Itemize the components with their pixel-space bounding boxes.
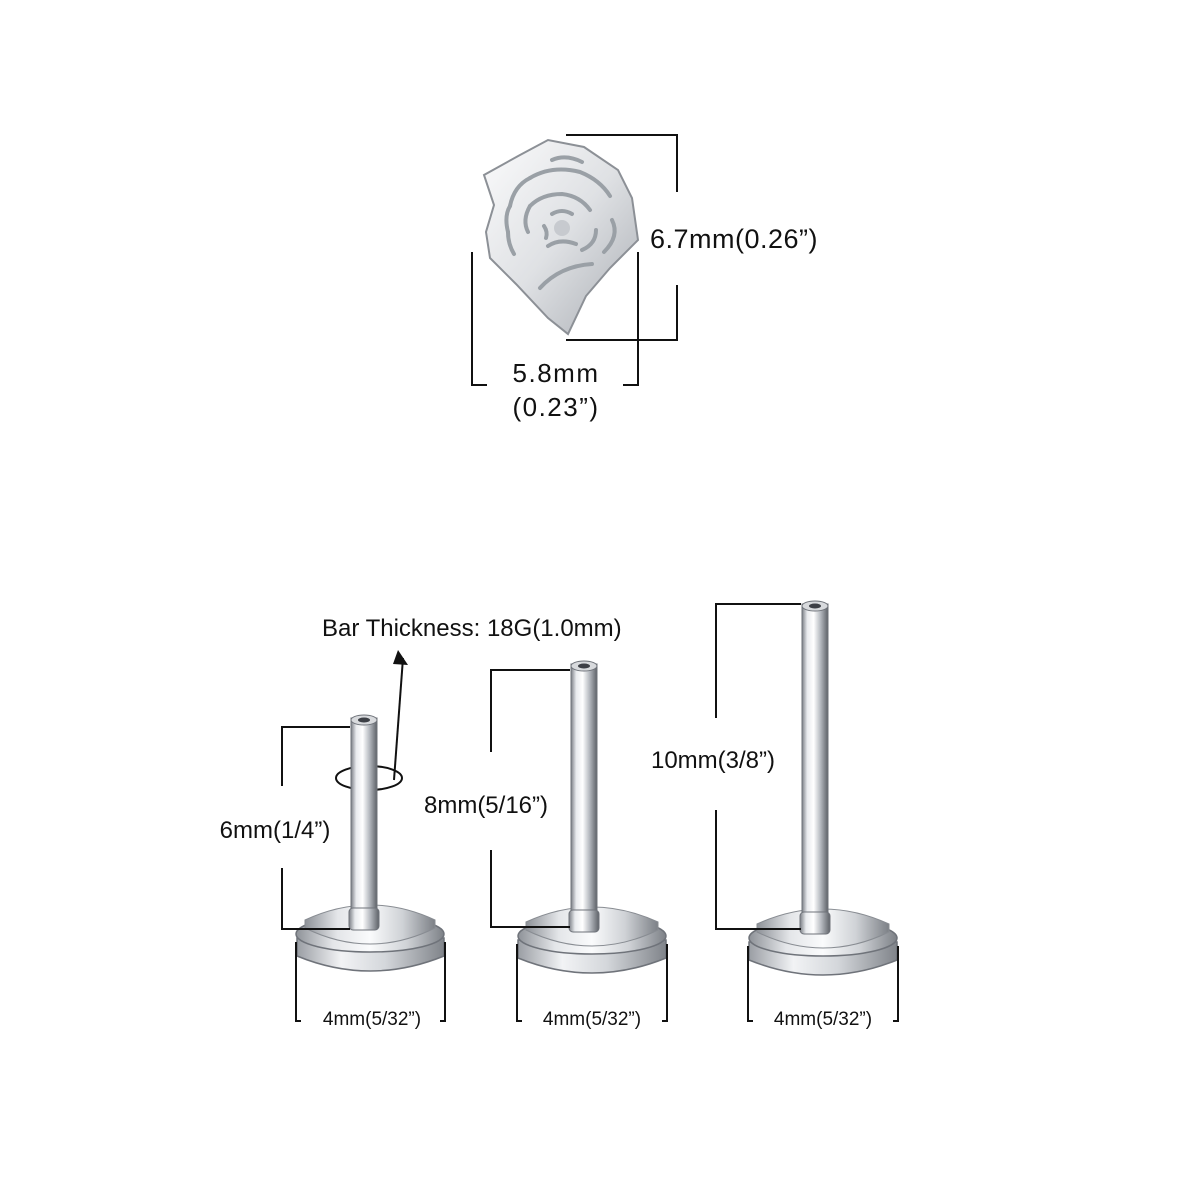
spider-web-charm — [482, 138, 640, 336]
post-6mm: 6mm(1/4”) 4mm(5/32”) — [220, 714, 446, 1030]
post-8mm-length-dimension: 8mm(5/16”) — [424, 669, 570, 928]
post-10mm: 10mm(3/8”) 4mm(5/32”) — [651, 600, 899, 1030]
charm-height-dimension: 6.7mm(0.26”) — [566, 134, 818, 341]
bar-thickness-label: Bar Thickness: 18G(1.0mm) — [322, 615, 622, 642]
post-6mm-base-dimension: 4mm(5/32”) — [295, 942, 446, 1030]
post-6mm-disc — [295, 904, 445, 972]
post-8mm-base-label: 4mm(5/32”) — [543, 1009, 641, 1030]
charm-width-label-mm: 5.8mm — [513, 358, 600, 388]
post-10mm-length-dimension: 10mm(3/8”) — [651, 603, 801, 930]
bar-thickness-callout: Bar Thickness: 18G(1.0mm) — [322, 615, 622, 791]
charm-width-label-inch: (0.23”) — [512, 392, 599, 422]
post-10mm-base-dimension: 4mm(5/32”) — [747, 946, 899, 1030]
charm-height-label: 6.7mm(0.26”) — [650, 224, 818, 254]
charm-width-dimension: 5.8mm (0.23”) — [471, 252, 639, 422]
post-10mm-length-label: 10mm(3/8”) — [651, 747, 775, 774]
post-6mm-length-dimension: 6mm(1/4”) — [220, 726, 350, 930]
post-6mm-base-label: 4mm(5/32”) — [323, 1009, 421, 1030]
post-8mm-length-label: 8mm(5/16”) — [424, 792, 548, 819]
post-8mm-base-dimension: 4mm(5/32”) — [516, 944, 668, 1030]
post-10mm-base-label: 4mm(5/32”) — [774, 1009, 872, 1030]
post-6mm-length-label: 6mm(1/4”) — [220, 817, 331, 844]
post-8mm: 8mm(5/16”) 4mm(5/32”) — [424, 660, 668, 1030]
